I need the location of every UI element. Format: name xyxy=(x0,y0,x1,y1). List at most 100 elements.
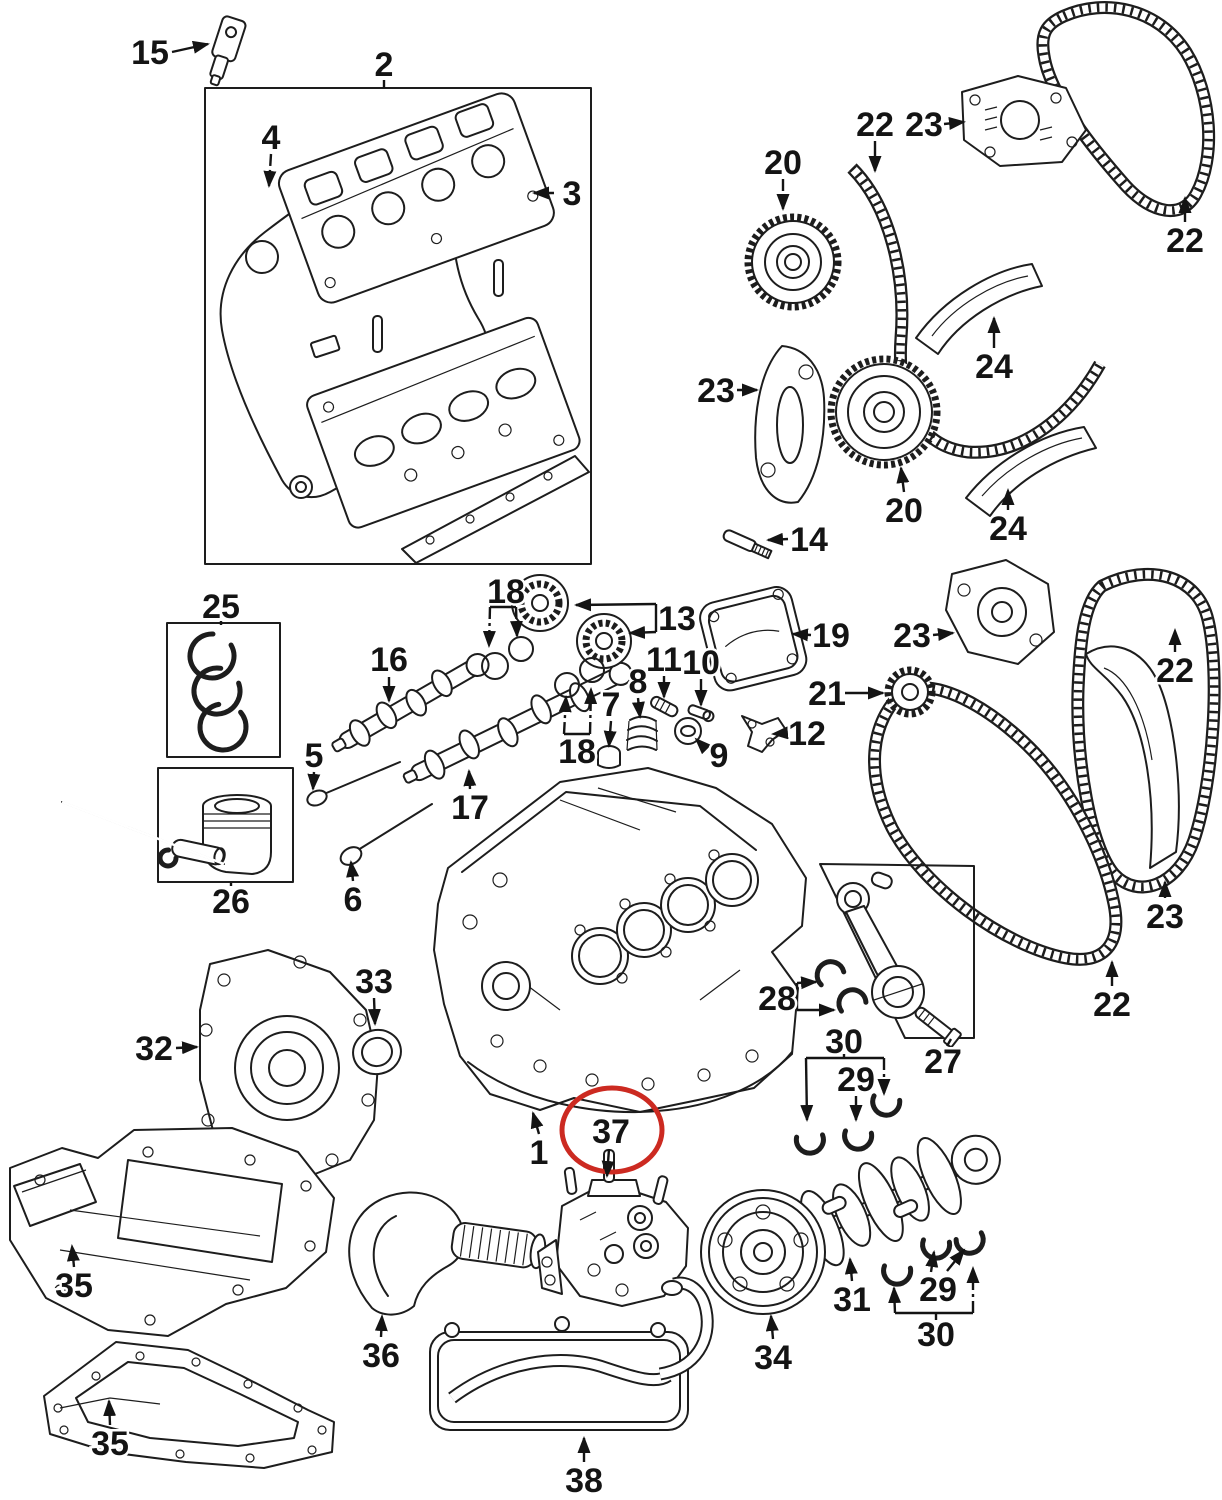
callout-label-33: 33 xyxy=(355,963,393,1001)
callout-label-22a: 22 xyxy=(856,106,894,144)
callout-arrow-13 xyxy=(574,598,657,612)
callout-label-31: 31 xyxy=(833,1281,871,1319)
callout-arrow-20b xyxy=(896,466,910,493)
callout-label-23d: 23 xyxy=(1146,898,1184,936)
cam-follower xyxy=(674,717,702,745)
camshaft-sprocket-lower xyxy=(827,355,941,469)
callout-label-24a: 24 xyxy=(975,348,1013,386)
callout-label-22b: 22 xyxy=(1166,222,1204,260)
callout-label-14: 14 xyxy=(790,521,828,559)
main-bearing-shell xyxy=(793,1132,826,1156)
piston-ring xyxy=(187,631,237,681)
o-ring xyxy=(579,657,605,683)
callout-label-23c: 23 xyxy=(893,617,931,655)
main-bearing-shell xyxy=(842,1128,875,1152)
callout-label-20a: 20 xyxy=(764,144,802,182)
callout-arrow-18a xyxy=(482,606,496,648)
callout-arrow-23c xyxy=(932,628,955,641)
crank-pulley xyxy=(700,1189,826,1315)
callout-label-21: 21 xyxy=(808,675,846,713)
callout-label-29a: 29 xyxy=(837,1061,875,1099)
callout-label-1: 1 xyxy=(530,1134,549,1172)
callout-label-32: 32 xyxy=(135,1030,173,1068)
callout-arrow-31 xyxy=(844,1257,858,1282)
callout-label-35b: 35 xyxy=(91,1425,129,1463)
rod-bearing-shell xyxy=(814,959,847,988)
callout-arrow-34 xyxy=(765,1314,779,1340)
chain-guide-right xyxy=(1085,645,1180,869)
callout-arrow-18b xyxy=(584,687,598,735)
cam-phaser-b xyxy=(576,613,632,669)
chain-guide-upper xyxy=(915,263,1043,355)
crankshaft-sprocket xyxy=(884,666,936,718)
head-gasket xyxy=(401,455,590,564)
callout-label-28: 28 xyxy=(758,980,796,1018)
engine-block xyxy=(433,767,807,1113)
camshaft-sprocket-upper xyxy=(744,213,842,311)
callout-label-34: 34 xyxy=(754,1339,792,1377)
callout-arrow-35a xyxy=(66,1244,80,1268)
connecting-rod xyxy=(836,871,925,1019)
callout-arrow-30a xyxy=(800,1057,814,1122)
callout-arrow-18a xyxy=(509,606,523,638)
crank-seal xyxy=(352,1028,402,1076)
callout-arrow-30b xyxy=(888,1286,902,1314)
callout-label-23b: 23 xyxy=(697,372,735,410)
callout-arrow-13 xyxy=(628,625,657,639)
callout-label-7: 7 xyxy=(602,686,621,724)
small-bolt xyxy=(687,704,715,723)
chain-tensioner-left xyxy=(754,345,826,504)
callout-label-23a: 23 xyxy=(905,106,943,144)
oil-pan-upper xyxy=(9,1127,335,1337)
timing-chain-lower-chainT xyxy=(870,683,1121,964)
callout-label-30a: 30 xyxy=(825,1023,863,1061)
callout-label-2: 2 xyxy=(375,46,394,84)
head-stud xyxy=(493,259,504,297)
callout-label-11: 11 xyxy=(646,641,682,679)
o-ring xyxy=(508,636,534,662)
callout-label-37: 37 xyxy=(592,1113,630,1151)
o-ring xyxy=(481,652,509,680)
callout-label-17: 17 xyxy=(451,789,489,827)
callout-arrow-8 xyxy=(631,697,645,719)
callout-arrow-1 xyxy=(530,1111,544,1135)
callout-label-24b: 24 xyxy=(989,510,1027,548)
tensioner-plate-upper xyxy=(961,75,1087,167)
callout-label-19: 19 xyxy=(812,617,850,655)
callout-arrow-33 xyxy=(367,997,381,1026)
callout-arrow-12 xyxy=(771,726,789,740)
cam-position-sensor xyxy=(209,15,247,87)
timing-chain-right-chainI xyxy=(1073,570,1219,892)
group-box-2 xyxy=(204,87,592,565)
callout-label-15: 15 xyxy=(131,34,169,72)
callout-label-13: 13 xyxy=(658,600,696,638)
callout-label-36: 36 xyxy=(362,1337,400,1375)
engine-valve-b xyxy=(339,803,433,866)
engine-valve-a xyxy=(306,761,401,807)
valve-stud xyxy=(650,695,679,718)
callout-label-38: 38 xyxy=(565,1462,603,1500)
callout-arrow-29b xyxy=(946,1248,966,1272)
valve-cover xyxy=(277,92,555,304)
main-bearing-shell xyxy=(953,1230,986,1256)
callout-arrow-7 xyxy=(603,720,617,748)
valve-spring xyxy=(626,715,658,751)
callout-label-18b: 18 xyxy=(558,733,596,771)
callout-label-29b: 29 xyxy=(919,1271,957,1309)
cylinder-head xyxy=(306,316,581,529)
rocker-fork xyxy=(741,715,787,753)
piston-ring xyxy=(197,701,249,753)
callout-label-25: 25 xyxy=(202,588,240,626)
camshaft-bolt xyxy=(722,529,773,560)
callout-arrow-19 xyxy=(791,628,812,642)
callout-label-22d: 22 xyxy=(1093,986,1131,1024)
head-stud xyxy=(372,315,383,353)
callout-arrow-18b xyxy=(558,695,572,735)
callout-label-27: 27 xyxy=(924,1043,962,1081)
oil-cooler xyxy=(429,1276,714,1431)
callout-label-30b: 30 xyxy=(917,1316,955,1354)
valve-cover-gasket xyxy=(219,131,490,499)
callout-label-12: 12 xyxy=(788,715,826,753)
